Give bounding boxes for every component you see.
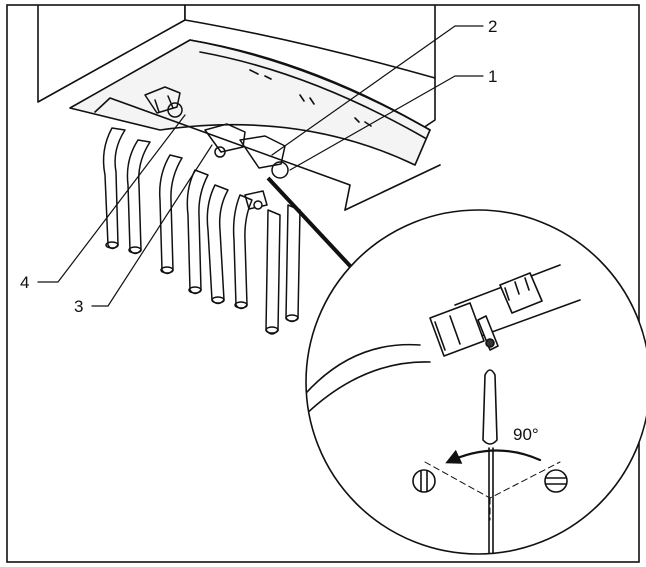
figure-frame	[6, 4, 640, 563]
callout-4: 4	[20, 273, 29, 292]
detail-magnifier: 90°	[305, 209, 646, 555]
callout-leaders	[37, 25, 484, 307]
service-valve	[429, 302, 499, 357]
boiler-body	[37, 5, 441, 211]
rotation-angle-label: 90°	[513, 425, 539, 444]
rotation-arrow	[445, 449, 542, 464]
valve-cluster-left	[144, 86, 183, 118]
detail-leader	[266, 176, 354, 270]
callout-2: 2	[488, 17, 497, 36]
screw-vertical-slot-icon	[412, 469, 436, 493]
pipe-group	[102, 127, 301, 335]
callout-3: 3	[74, 297, 83, 316]
valve-cluster-center	[204, 123, 289, 210]
callout-1: 1	[488, 67, 497, 86]
screwdriver	[482, 369, 498, 554]
screw-horizontal-slot-icon	[544, 469, 568, 493]
union-nut	[499, 272, 543, 314]
